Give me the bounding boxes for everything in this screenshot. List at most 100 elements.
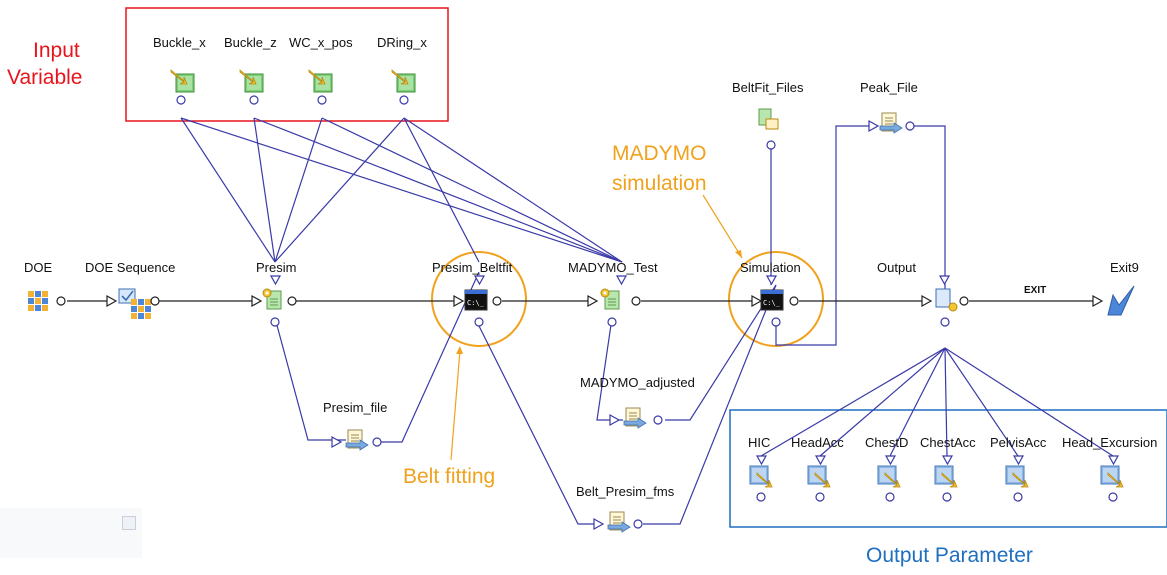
node-simulation[interactable]: Simulation (740, 260, 801, 327)
port[interactable] (653, 415, 663, 425)
annotation-input-variable-2: Variable (7, 66, 83, 89)
input-triangle[interactable] (755, 455, 768, 466)
output-headacc[interactable]: HeadAcc (791, 435, 844, 502)
port[interactable] (607, 317, 617, 327)
input-buckle-z[interactable]: Buckle_z (224, 35, 277, 105)
edit-icon[interactable] (122, 516, 136, 530)
port[interactable] (631, 296, 641, 306)
output-hic[interactable]: HIC (748, 435, 773, 502)
output-head-excursion[interactable]: Head_Excursion (1062, 435, 1157, 502)
output-pelvisacc[interactable]: PelvisAcc (990, 435, 1047, 502)
node-doe-sequence[interactable]: DOE Sequence (85, 260, 175, 319)
port[interactable] (633, 519, 643, 529)
port[interactable] (176, 95, 186, 105)
file-arrow-icon (607, 511, 631, 533)
input-triangle[interactable] (1012, 455, 1025, 466)
input-triangle[interactable] (251, 294, 263, 308)
port[interactable] (372, 437, 382, 447)
input-triangle[interactable] (868, 119, 880, 133)
node-peak-file[interactable]: Peak_File (860, 80, 918, 134)
node-presim-beltfit[interactable]: Presim_Beltfit (432, 260, 513, 327)
madymo-pointer-arrow (702, 194, 743, 259)
node-label: BeltFit_Files (732, 80, 804, 95)
input-triangle[interactable] (269, 275, 282, 286)
port[interactable] (317, 95, 327, 105)
input-triangle[interactable] (1107, 455, 1120, 466)
output-chestd[interactable]: ChestD (865, 435, 908, 502)
port[interactable] (815, 492, 825, 502)
port[interactable] (942, 492, 952, 502)
port[interactable] (756, 492, 766, 502)
input-triangle[interactable] (941, 455, 954, 466)
port[interactable] (492, 296, 502, 306)
input-dring-x[interactable]: DRing_x (377, 35, 427, 105)
folder-icon (765, 118, 779, 130)
port[interactable] (56, 296, 66, 306)
port[interactable] (940, 317, 950, 327)
port[interactable] (1013, 492, 1023, 502)
port[interactable] (474, 317, 484, 327)
port[interactable] (249, 95, 259, 105)
input-wc-x-pos[interactable]: WC_x_pos (289, 35, 353, 105)
input-triangle[interactable] (765, 275, 778, 286)
node-label: MADYMO_adjusted (580, 375, 695, 390)
node-label: Exit9 (1110, 260, 1139, 275)
input-buckle-x[interactable]: Buckle_x (153, 35, 206, 105)
input-triangle[interactable] (331, 435, 343, 449)
port[interactable] (771, 317, 781, 327)
input-triangle[interactable] (587, 294, 599, 308)
port[interactable] (399, 95, 409, 105)
node-madymo-adjusted[interactable]: MADYMO_adjusted (580, 375, 695, 429)
madymo-pointer-head (735, 250, 742, 258)
node-label: Presim_Beltfit (432, 260, 513, 275)
console-icon (464, 289, 488, 311)
node-label: Output (877, 260, 916, 275)
input-triangle[interactable] (609, 413, 621, 427)
side-panel-stub (0, 508, 142, 558)
input-triangle[interactable] (473, 275, 486, 286)
input-triangle[interactable] (453, 294, 465, 308)
input-triangle[interactable] (814, 455, 827, 466)
gear-document-icon (600, 288, 620, 310)
doe-grid-icon-small (131, 299, 151, 319)
node-label: Peak_File (860, 80, 918, 95)
port[interactable] (270, 317, 280, 327)
port[interactable] (150, 296, 160, 306)
node-doe[interactable]: DOE (24, 260, 66, 311)
node-exit9[interactable]: EXIT Exit9 (1024, 260, 1139, 316)
file-arrow-icon (879, 112, 903, 134)
input-wires (180, 117, 623, 263)
node-presim-file[interactable]: Presim_file (323, 400, 387, 451)
input-triangle[interactable] (921, 294, 933, 308)
output-chestacc[interactable]: ChestAcc (920, 435, 976, 502)
output-wires (760, 347, 1114, 457)
input-triangle[interactable] (593, 517, 605, 531)
output-parameter-icon (877, 465, 901, 488)
output-label: ChestAcc (920, 435, 976, 450)
input-triangle[interactable] (106, 294, 118, 308)
node-madymo-test[interactable]: MADYMO_Test (568, 260, 658, 327)
node-presim[interactable]: Presim (251, 260, 297, 327)
input-triangle[interactable] (938, 275, 951, 286)
simulation-highlight-circle (728, 251, 824, 347)
port[interactable] (789, 296, 799, 306)
input-label: Buckle_z (224, 35, 277, 50)
port[interactable] (1108, 492, 1118, 502)
input-triangle[interactable] (751, 294, 763, 308)
annotation-belt-fitting: Belt fitting (403, 465, 495, 488)
exit-check-icon (1107, 285, 1135, 316)
port[interactable] (905, 121, 915, 131)
input-triangle[interactable] (615, 275, 628, 286)
port[interactable] (959, 296, 969, 306)
node-label: DOE (24, 260, 53, 275)
port[interactable] (287, 296, 297, 306)
output-label: Head_Excursion (1062, 435, 1157, 450)
port[interactable] (885, 492, 895, 502)
port[interactable] (766, 140, 776, 150)
input-triangle[interactable] (884, 455, 897, 466)
input-triangle[interactable] (1092, 294, 1104, 308)
node-beltfit-files[interactable]: BeltFit_Files (732, 80, 804, 150)
node-belt-presim-fms[interactable]: Belt_Presim_fms (576, 484, 675, 533)
doe-grid-icon (28, 291, 48, 311)
node-output[interactable]: Output (877, 260, 969, 327)
